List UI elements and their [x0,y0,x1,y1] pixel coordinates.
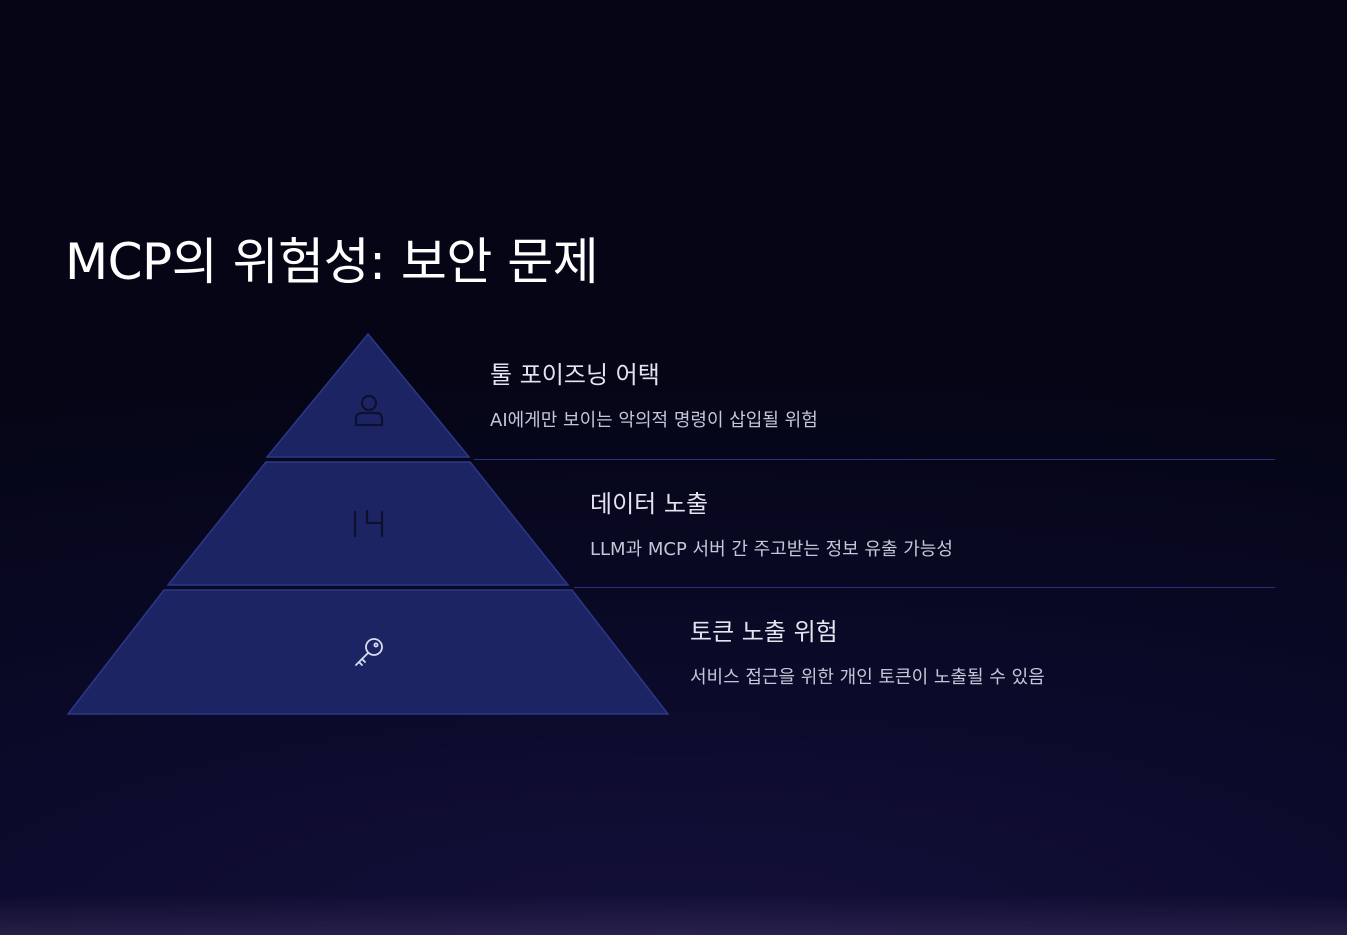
tier-3-title: 토큰 노출 위험 [690,618,838,646]
tier-3-text: 토큰 노출 위험 서비스 접근을 위한 개인 토큰이 노출될 수 있음 [690,612,1045,689]
user-icon [354,394,384,427]
chart-icon [353,509,384,538]
tier-1-description: AI에게만 보이는 악의적 명령이 삽입될 위험 [490,410,818,431]
background-glow [0,895,1347,935]
key-icon [355,638,383,666]
page-title: MCP의 위험성: 보안 문제 [65,233,599,291]
tier-1-text: 툴 포이즈닝 어택 AI에게만 보이는 악의적 명령이 삽입될 위험 [490,355,818,432]
tier-2-description: LLM과 MCP 서버 간 주고받는 정보 유출 가능성 [590,539,953,560]
tier-divider-2 [574,587,1275,588]
tier-2-text: 데이터 노출 LLM과 MCP 서버 간 주고받는 정보 유출 가능성 [590,484,953,561]
tier-1-title: 툴 포이즈닝 어택 [490,361,660,389]
tier-divider-1 [474,459,1275,460]
tier-3-description: 서비스 접근을 위한 개인 토큰이 노출될 수 있음 [690,667,1045,688]
tier-2-title: 데이터 노출 [590,490,709,518]
